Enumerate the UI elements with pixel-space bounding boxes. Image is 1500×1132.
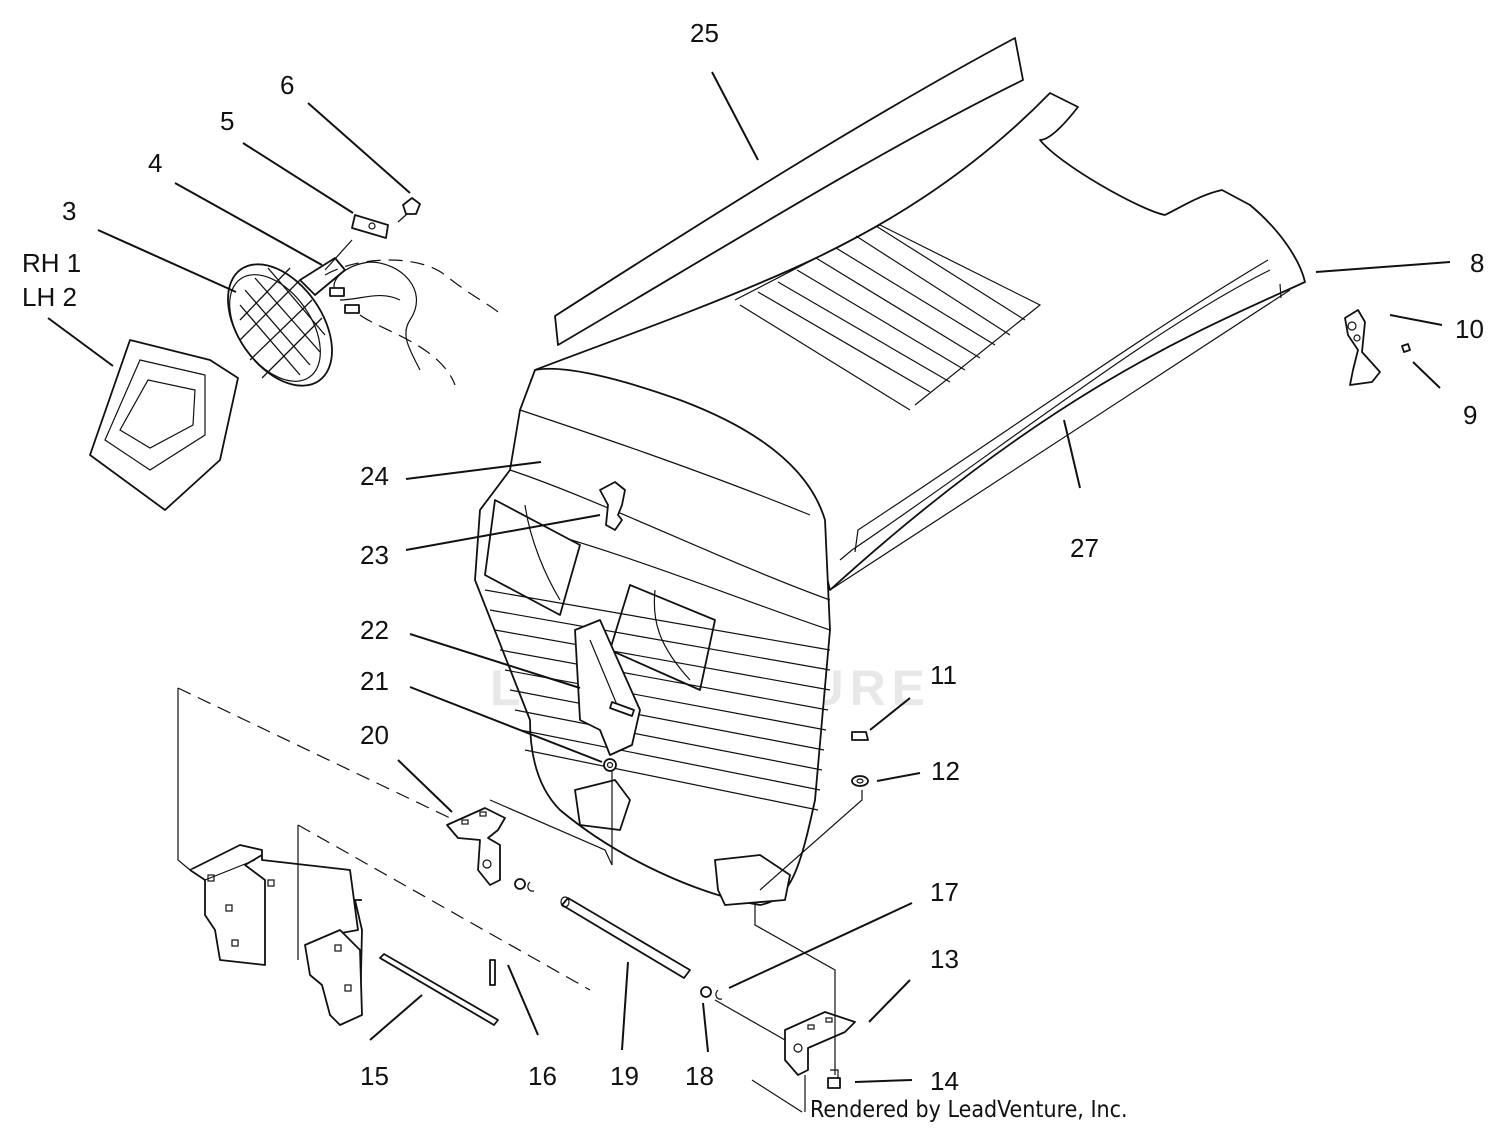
part-5-clip (351, 214, 389, 239)
callout-17: 17 (930, 877, 959, 907)
callout-11: 11 (930, 660, 957, 690)
callout-15: 15 (360, 1061, 389, 1091)
part-11-nut (851, 731, 869, 741)
callout-1: RH 1 (22, 248, 81, 278)
callout-2: LH 2 (22, 282, 77, 312)
callout-21: 21 (360, 666, 389, 696)
grille-bars (484, 589, 831, 811)
part-19-axle-rod (560, 896, 691, 979)
callout-10: 10 (1455, 314, 1484, 344)
callout-5: 5 (220, 106, 234, 136)
part-10-hood-latch (1279, 283, 1381, 386)
callout-24: 24 (360, 461, 389, 491)
part-14-bolt (827, 1069, 841, 1089)
part-17-18-washer-clip (514, 878, 723, 1000)
frame-bracket (189, 844, 363, 1026)
part-16-small-pin (489, 959, 496, 986)
part-12-washer (851, 775, 869, 787)
part-4-wiring-harness (324, 259, 499, 386)
callout-16: 16 (528, 1061, 557, 1091)
callout-3: 3 (62, 196, 76, 226)
callout-14: 14 (930, 1066, 959, 1096)
part-25-hood-strip (554, 37, 1024, 346)
emblem-horse-icon (599, 481, 626, 531)
callout-labels: 25 6 5 4 3 RH 1 LH 2 8 10 9 24 23 27 22 … (22, 18, 1484, 1096)
part-9-pin (1401, 343, 1411, 353)
part-24-grille (474, 367, 831, 906)
callout-25: 25 (690, 18, 719, 48)
leader-lines (47, 71, 1451, 1083)
callout-20: 20 (360, 720, 389, 750)
callout-6: 6 (280, 70, 294, 100)
callout-27: 27 (1070, 533, 1099, 563)
callout-19: 19 (610, 1061, 639, 1091)
callout-13: 13 (930, 944, 959, 974)
part-27-hood (529, 92, 1306, 591)
render-credit: Rendered by LeadVenture, Inc. (810, 1097, 1128, 1123)
part-20-bracket (446, 807, 506, 886)
assembly-lines (177, 239, 863, 1113)
part-1-2-headlight-housing (89, 339, 239, 511)
part-3-headlight-lamp (227, 257, 346, 387)
callout-23: 23 (360, 540, 389, 570)
callout-12: 12 (931, 756, 960, 786)
callout-8: 8 (1470, 248, 1484, 278)
part-13-bracket (784, 1011, 856, 1076)
hood-vents (734, 224, 1042, 411)
headlight-grid (239, 267, 326, 379)
part-15-pin (379, 953, 499, 1026)
part-6-screw (397, 197, 421, 223)
callout-9: 9 (1463, 400, 1477, 430)
callout-22: 22 (360, 615, 389, 645)
callout-18: 18 (685, 1061, 714, 1091)
callout-4: 4 (148, 148, 162, 178)
